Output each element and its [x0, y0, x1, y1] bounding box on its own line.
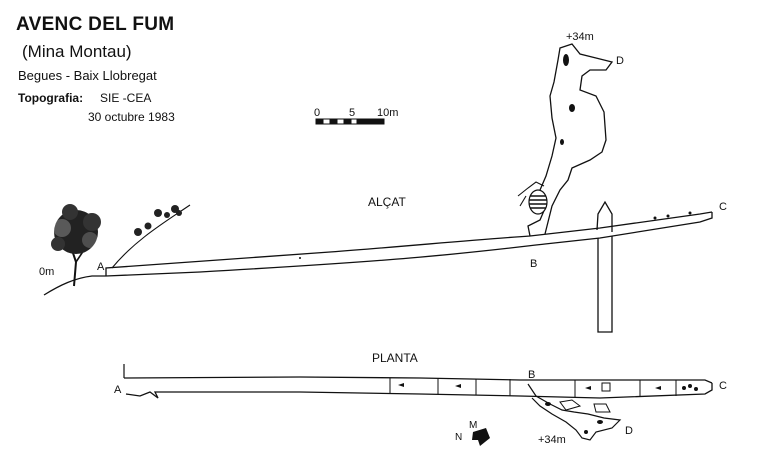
scale-segment — [315, 118, 324, 125]
scale-label-0: 0 — [314, 107, 320, 119]
plan-label-c: C — [719, 380, 727, 392]
plan-label-a: A — [114, 384, 122, 396]
shaft-lower — [597, 236, 613, 333]
plan-branch — [527, 383, 622, 441]
map-subtitle: (Mina Montau) — [22, 42, 132, 61]
plan-branch-chamber — [559, 399, 582, 411]
elevation-title: ALÇAT — [368, 195, 406, 209]
ascending-passage — [527, 43, 614, 237]
plan-title: PLANTA — [372, 351, 418, 365]
scale-segment — [343, 118, 352, 125]
plan-cross-sections — [389, 378, 677, 397]
north-arrow-icon — [472, 428, 490, 446]
elevation-label-b: B — [530, 258, 537, 270]
plan-lower-wall — [125, 383, 713, 399]
scale-segment — [356, 118, 385, 125]
gallery-deposits — [299, 211, 692, 259]
elevation-label-c: C — [719, 201, 727, 213]
plan-deposits — [682, 384, 698, 391]
map-title: AVENC DEL FUM — [16, 14, 175, 35]
passage-ledge — [517, 181, 545, 197]
tree-icon — [51, 204, 101, 287]
plan-shaft-square — [601, 382, 611, 392]
scale-label-5: 5 — [349, 107, 355, 119]
plan-label-plus34: +34m — [538, 434, 566, 446]
passage-ledge-2 — [519, 195, 527, 207]
location-text: Begues - Baix Llobregat — [18, 68, 157, 83]
north-arrow-m-label: M — [469, 420, 477, 431]
topography-value: SIE -CEA — [100, 91, 152, 105]
plan-branch-chamber-2 — [593, 403, 611, 413]
hatched-block — [528, 189, 548, 215]
plan-label-d: D — [625, 425, 633, 437]
plan-upper-wall — [123, 376, 713, 384]
ground-slope — [111, 204, 191, 269]
plan-label-b: B — [528, 369, 535, 381]
scale-label-10m: 10m — [377, 107, 398, 119]
scale-segment — [329, 118, 338, 125]
north-arrow-n-label: N — [455, 432, 462, 443]
chimney-upper — [596, 200, 613, 232]
shrub-icon — [134, 205, 182, 236]
scale-bar — [315, 118, 385, 125]
elevation-label-a: A — [97, 261, 105, 273]
elevation-label-d: D — [616, 55, 624, 67]
topography-label: Topografia: — [18, 91, 84, 105]
elevation-label-0m: 0m — [39, 266, 54, 278]
ground-surface — [43, 275, 106, 296]
gallery-upper-wall — [105, 211, 713, 276]
plan-branch-fills — [545, 402, 603, 434]
plan-slope-arrows — [398, 383, 661, 390]
gallery-lower-wall — [105, 212, 713, 277]
elevation-label-plus34: +34m — [566, 31, 594, 43]
upper-fills — [560, 54, 575, 145]
survey-date: 30 octubre 1983 — [88, 110, 175, 124]
